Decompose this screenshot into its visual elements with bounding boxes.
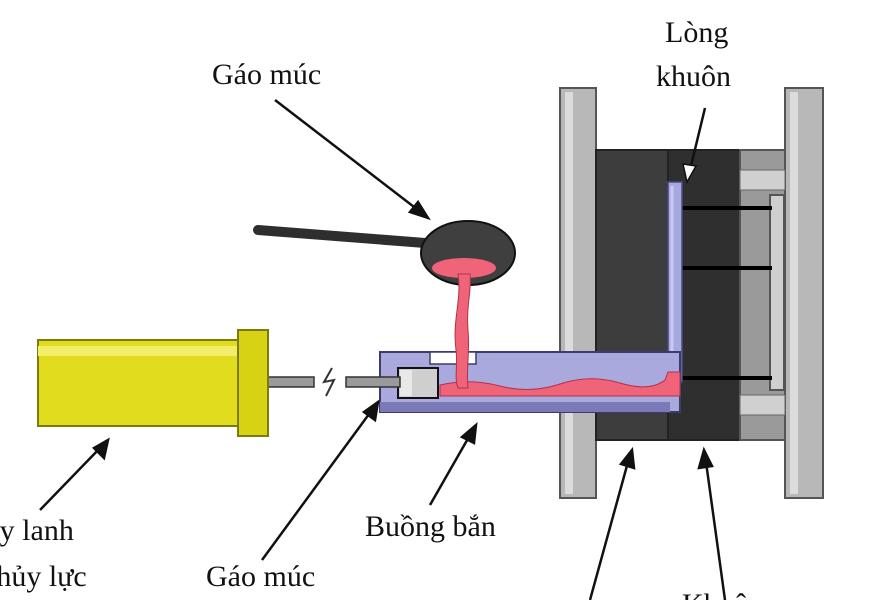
- ejector-plate: [769, 194, 785, 391]
- callout-arrows: [39, 99, 727, 600]
- label-cylinder-line2: thủy lực: [0, 560, 87, 593]
- ladle-handle: [253, 225, 430, 248]
- label-cavity-line1: Lòng: [665, 16, 728, 49]
- label-shot-chamber: Buồng bắn: [365, 510, 496, 543]
- pouring-stream: [454, 273, 471, 389]
- molten-metal: [439, 371, 681, 397]
- shot-chamber: [379, 351, 681, 413]
- mold-assembly: [559, 87, 824, 499]
- label-ladle-top: Gáo múc: [212, 58, 321, 91]
- ladle: [253, 220, 516, 389]
- label-mold: Khuôn: [682, 588, 764, 600]
- piston-rod-left: [267, 376, 315, 388]
- piston-rod-right: [345, 376, 401, 388]
- label-cavity-line2: khuôn: [656, 60, 731, 93]
- label-plunger: Gáo múc: [206, 560, 315, 593]
- pour-hole: [429, 351, 477, 365]
- break-icon: [322, 367, 336, 397]
- label-cylinder-line1: Xy lanh: [0, 514, 74, 547]
- hydraulic-cylinder: [37, 329, 269, 437]
